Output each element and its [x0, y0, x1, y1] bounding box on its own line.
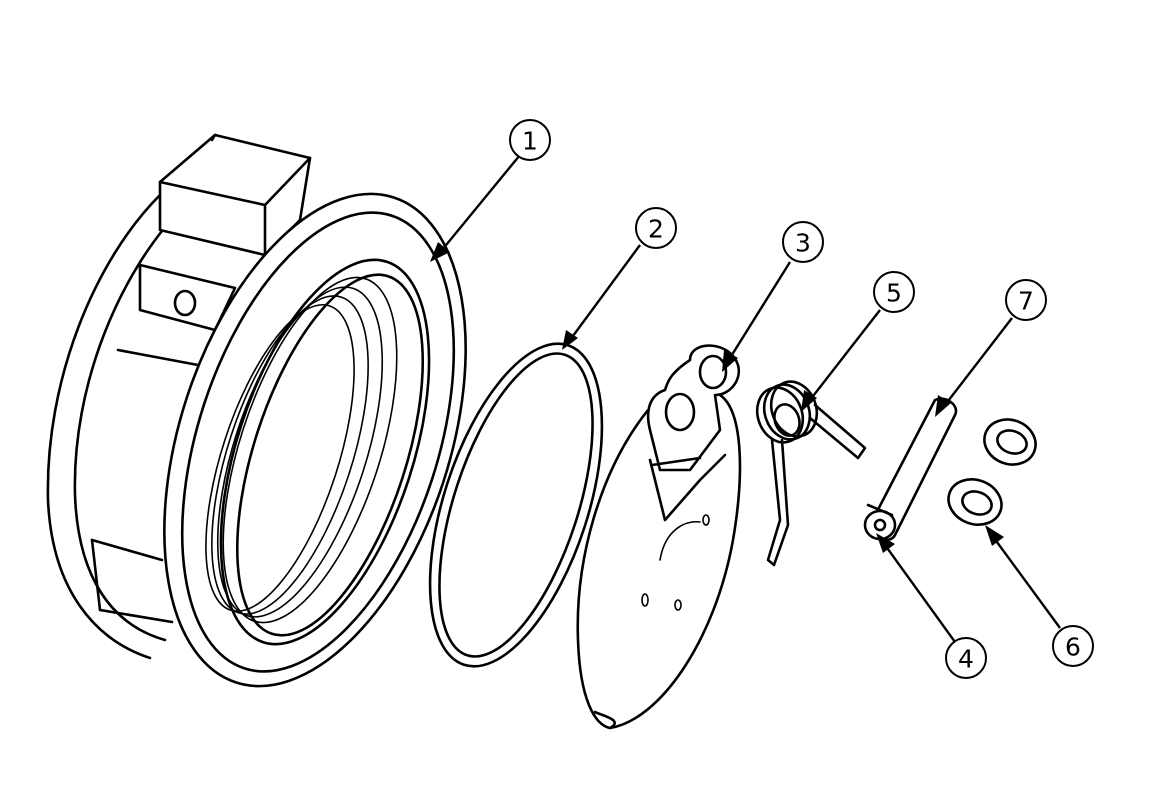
- callout-1: 1: [509, 119, 551, 161]
- part-washers: [947, 418, 1037, 526]
- callout-1-label: 1: [522, 127, 538, 156]
- callout-5-label: 5: [886, 279, 902, 308]
- callout-4-label: 4: [958, 645, 974, 674]
- part-hinge-pin: [863, 397, 958, 542]
- leader-lines: [430, 154, 1061, 643]
- callout-3-label: 3: [795, 229, 811, 258]
- callout-3: 3: [782, 221, 824, 263]
- callout-2-label: 2: [648, 215, 664, 244]
- callout-7: 7: [1005, 279, 1047, 321]
- part-flapper-disc: [576, 344, 742, 730]
- callout-6: 6: [1052, 625, 1094, 667]
- callout-5: 5: [873, 271, 915, 313]
- callout-6-label: 6: [1065, 633, 1081, 662]
- part-torsion-spring: [755, 380, 867, 567]
- callout-2: 2: [635, 207, 677, 249]
- part-nut: [46, 133, 467, 688]
- callout-4: 4: [945, 637, 987, 679]
- callout-7-label: 7: [1018, 287, 1034, 316]
